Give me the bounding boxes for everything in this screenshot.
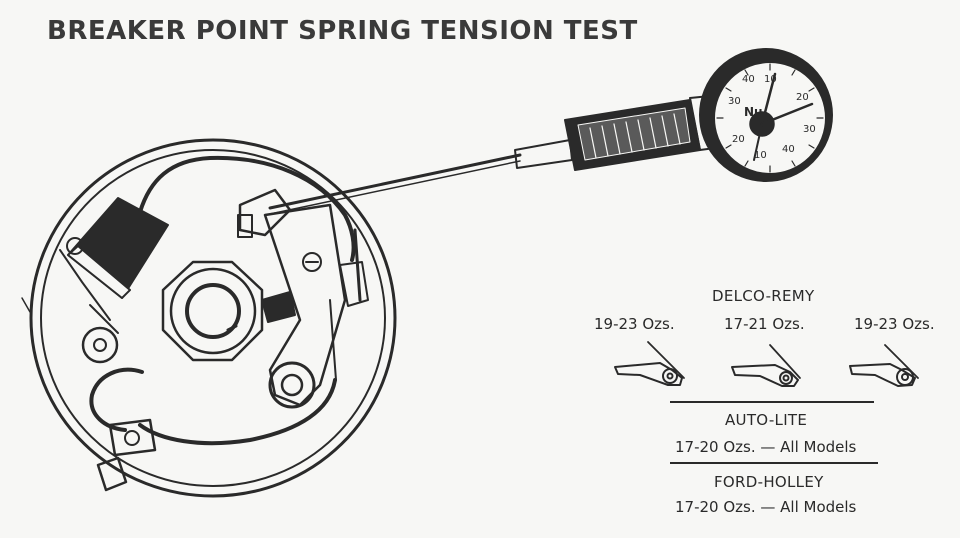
dial-number: 20 bbox=[732, 134, 745, 145]
primary-terminal bbox=[96, 418, 157, 492]
distributor-cam bbox=[161, 260, 264, 362]
dial-number: 40 bbox=[782, 144, 795, 155]
delco-remy-value-1: 19-23 Ozs. bbox=[594, 315, 675, 333]
delco-point-illustration-3 bbox=[849, 344, 919, 387]
auto-lite-label: AUTO-LITE bbox=[725, 411, 808, 429]
tension-gauge bbox=[699, 48, 833, 182]
dial-number: 10 bbox=[754, 150, 767, 161]
page-title: BREAKER POINT SPRING TENSION TEST bbox=[47, 16, 638, 46]
dial-number: 30 bbox=[728, 96, 741, 107]
gauge-dial-numbers: 10 20 30 40 10 20 30 40 Nu bbox=[728, 74, 816, 161]
delco-remy-value-3: 19-23 Ozs. bbox=[854, 315, 935, 333]
dial-number: 10 bbox=[764, 74, 777, 85]
dial-number: 30 bbox=[803, 124, 816, 135]
ford-holley-label: FORD-HOLLEY bbox=[714, 473, 824, 491]
divider-rule-2 bbox=[670, 462, 878, 464]
condenser bbox=[59, 197, 169, 364]
dial-number: 20 bbox=[796, 92, 809, 103]
divider-rule-1 bbox=[670, 401, 874, 403]
auto-lite-value: 17-20 Ozs. — All Models bbox=[675, 438, 857, 456]
primary-lead-wire bbox=[138, 378, 337, 446]
condenser-wire bbox=[138, 155, 356, 262]
delco-point-illustration-1 bbox=[614, 341, 685, 386]
primary-lead-wire-loop bbox=[89, 367, 144, 432]
ford-holley-value: 17-20 Ozs. — All Models bbox=[675, 498, 857, 516]
delco-point-illustration-2 bbox=[731, 344, 801, 387]
distributor-housing bbox=[21, 138, 397, 498]
gauge-rod bbox=[268, 139, 573, 215]
breaker-point-assembly bbox=[237, 188, 369, 409]
delco-remy-value-2: 17-21 Ozs. bbox=[724, 315, 805, 333]
gauge-brand-text: Nu bbox=[744, 105, 763, 119]
delco-remy-label: DELCO-REMY bbox=[712, 287, 815, 305]
gauge-handle bbox=[564, 95, 716, 171]
dial-number: 40 bbox=[742, 74, 755, 85]
